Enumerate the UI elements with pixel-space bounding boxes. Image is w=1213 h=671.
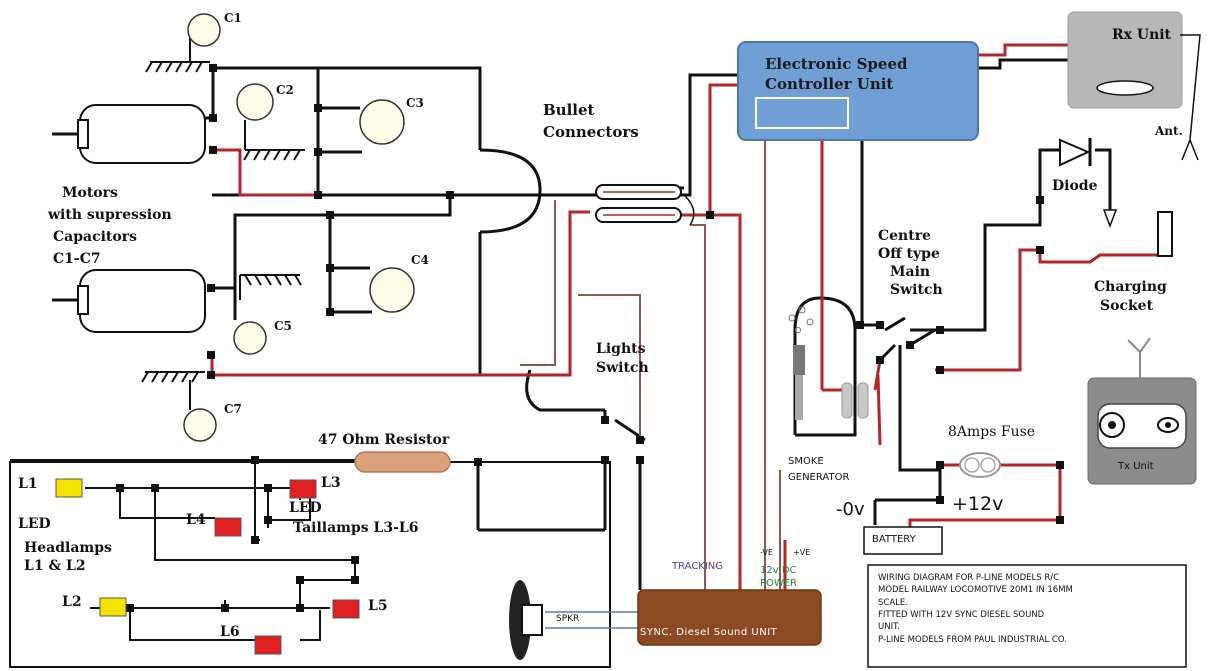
charging-socket — [1157, 211, 1173, 257]
wire-nodes — [116, 64, 1064, 612]
ground-symbols — [141, 30, 305, 410]
led-l2 — [99, 597, 127, 617]
resistor — [354, 451, 451, 473]
label-l5: L5 — [368, 598, 388, 614]
note-line: FITTED WITH 12V SYNC DIESEL SOUND — [878, 609, 1045, 620]
label-tail-2: Taillamps L3-L6 — [293, 520, 419, 536]
led-l6 — [254, 635, 282, 655]
capacitor-c5 — [233, 321, 267, 355]
esc-title-1: Electronic Speed — [765, 55, 908, 73]
note-box — [867, 564, 1187, 668]
smoke-generator — [788, 306, 869, 420]
label-switch-4: Switch — [890, 282, 943, 298]
label-bullet-2: Connectors — [543, 123, 639, 141]
capacitor-c3 — [359, 99, 405, 145]
label-resistor: 47 Ohm Resistor — [318, 432, 450, 448]
label-c4: C4 — [411, 253, 429, 267]
diode — [1059, 138, 1118, 229]
label-l1: L1 — [18, 476, 38, 492]
led-l5 — [332, 599, 360, 619]
label-c3: C3 — [406, 96, 424, 110]
label-ve-pos: +VE — [793, 548, 811, 557]
capacitor-c1 — [187, 13, 221, 47]
note-line: MODEL RAILWAY LOCOMOTIVE 20M1 IN 16MM — [878, 585, 1073, 596]
note-line: UNIT. — [878, 622, 900, 633]
label-charging-2: Socket — [1100, 298, 1154, 314]
led-l1 — [55, 478, 83, 498]
esc-title-2: Controller Unit — [765, 75, 894, 93]
fuse — [959, 452, 1001, 478]
label-c2: C2 — [276, 83, 294, 97]
label-led-2: Headlamps — [24, 540, 112, 556]
battery — [863, 526, 943, 555]
label-lights-1: Lights — [596, 341, 646, 357]
label-tracking: TRACKING — [672, 561, 724, 572]
capacitor-c7 — [183, 408, 217, 442]
label-motors-3: Capacitors — [53, 229, 137, 245]
label-c1: C1 — [224, 11, 242, 25]
rx-unit — [1067, 11, 1201, 161]
label-c5: C5 — [274, 319, 292, 333]
note-line: SCALE. — [878, 597, 908, 608]
label-power-1: 12v DC — [760, 565, 797, 576]
label-lights-2: Switch — [596, 360, 649, 376]
label-smoke-1: SMOKE — [788, 456, 824, 467]
label-motors-1: Motors — [62, 185, 118, 201]
label-ant: Ant. — [1155, 124, 1183, 138]
sound-unit-title: SYNC. Diesel Sound UNIT — [640, 627, 778, 638]
label-led-1: LED — [18, 516, 51, 532]
rx-title: Rx Unit — [1112, 27, 1172, 43]
led-l3 — [289, 479, 317, 499]
label-l3: L3 — [321, 475, 341, 491]
tx-unit — [1087, 337, 1197, 485]
capacitor-c2 — [236, 83, 274, 121]
note-line: P-LINE MODELS FROM PAUL INDUSTRIAL CO. — [878, 634, 1067, 645]
label-l4: L4 — [186, 512, 206, 528]
note-line: WIRING DIAGRAM FOR P-LINE MODELS R/C — [878, 573, 1060, 583]
label-spkr: SPKR — [556, 614, 580, 624]
red-wires — [210, 43, 1160, 590]
speaker-wires — [545, 611, 640, 629]
label-switch-3: Main — [890, 264, 931, 280]
label-power-2: POWER — [760, 578, 798, 589]
label-l2: L2 — [62, 594, 82, 610]
label-led-3: L1 & L2 — [24, 558, 86, 574]
label-charging-1: Charging — [1094, 279, 1167, 295]
label-switch-2: Off type — [878, 246, 940, 262]
label-pos-v: +12v — [952, 493, 1004, 515]
label-c7: C7 — [224, 402, 242, 416]
motor-bottom — [52, 269, 206, 333]
label-motors-4: C1-C7 — [53, 251, 101, 267]
label-battery: BATTERY — [872, 534, 916, 545]
capacitors — [183, 13, 415, 442]
esc-unit — [737, 41, 979, 141]
label-switch-1: Centre — [878, 228, 931, 244]
label-fuse: 8Amps Fuse — [948, 424, 1036, 440]
label-neg-v: -0v — [836, 499, 865, 520]
diagram-note: WIRING DIAGRAM FOR P-LINE MODELS R/C MOD… — [878, 572, 1073, 646]
label-tail-1: LED — [289, 500, 322, 516]
leds — [55, 478, 360, 655]
label-ve-neg: -VE — [760, 548, 773, 557]
speaker — [509, 580, 543, 660]
motor-top — [52, 104, 206, 164]
capacitor-c4 — [369, 267, 415, 313]
brown-wires — [520, 140, 781, 600]
tx-title: Tx Unit — [1118, 461, 1154, 472]
bullet-connectors — [595, 184, 695, 226]
label-motors-2: with supression — [48, 207, 172, 223]
label-diode: Diode — [1052, 178, 1098, 194]
label-l6: L6 — [220, 624, 240, 640]
label-bullet-1: Bullet — [543, 101, 595, 119]
led-l4 — [214, 517, 242, 537]
label-smoke-2: GENERATOR — [788, 472, 850, 483]
led-circuit-wires — [9, 459, 611, 668]
sound-unit — [637, 589, 822, 646]
